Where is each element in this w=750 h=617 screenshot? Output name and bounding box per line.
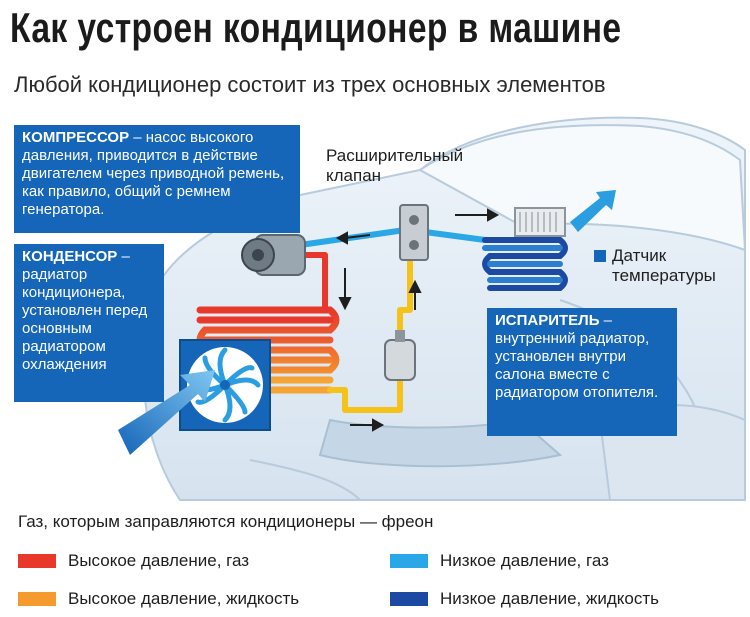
temp-sensor-label: Датчик температуры [612,246,716,285]
expansion-valve [399,204,429,261]
legend-label: Низкое давление, жидкость [440,589,660,608]
flow-arrows [335,208,500,432]
legend-item-low-gas: Низкое давление, газ [390,551,609,571]
condenser-fan [179,339,271,431]
compressor-heading: КОМПРЕССОР [22,129,130,146]
legend-title: Газ, которым заправляются кондиционеры —… [18,512,434,531]
temp-sensor-marker [594,250,606,262]
legend-item-high-gas: Высокое давление, газ [18,551,249,571]
condenser-description: КОНДЕНСОР – радиатор кондиционера, устан… [14,244,164,402]
page-subtitle: Любой кондиционер состоит из трех основн… [14,72,606,97]
receiver-drier [384,330,416,381]
evaporator-heading: ИСПАРИТЕЛЬ [495,312,600,329]
expansion-valve-label: Расширительный клапан [326,146,464,185]
legend-swatch [18,592,56,606]
legend-swatch [390,592,428,606]
legend-item-high-liquid: Высокое давление, жидкость [18,589,299,609]
legend-item-low-liquid: Низкое давление, жидкость [390,589,659,609]
legend-label: Высокое давление, газ [68,551,250,570]
legend-swatch [390,554,428,568]
air-intake-arrow [118,370,215,455]
heater-core [514,207,566,237]
evaporator-text: – внутренний радиатор, установлен внутри… [495,312,659,401]
legend-label: Низкое давление, газ [440,551,609,570]
condenser-text: – радиатор кондиционера, установлен пере… [22,248,148,373]
cabin-air-arrow [570,190,616,232]
compressor [241,234,306,276]
compressor-description: КОМПРЕССОР – насос высокого давления, пр… [14,125,300,233]
evaporator-description: ИСПАРИТЕЛЬ – внутренний радиатор, устано… [487,308,677,436]
legend-swatch [18,554,56,568]
page-title: Как устроен кондиционер в машине [10,4,622,51]
legend-label: Высокое давление, жидкость [68,589,300,608]
evaporator-coil [482,237,568,291]
compressor-text: – насос высокого давления, приводится в … [22,129,285,218]
condenser-heading: КОНДЕНСОР [22,248,118,265]
